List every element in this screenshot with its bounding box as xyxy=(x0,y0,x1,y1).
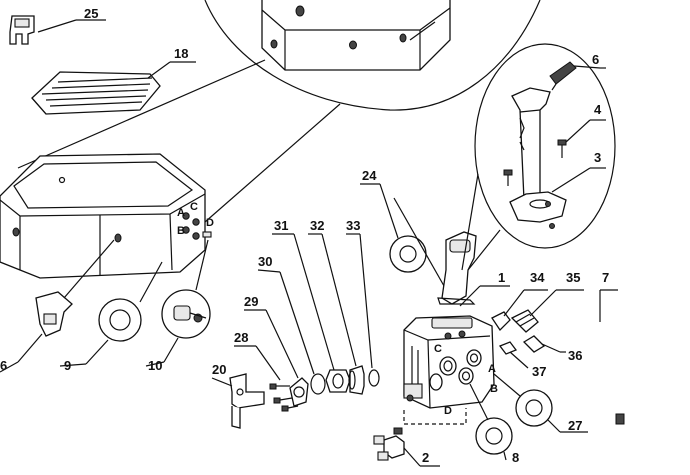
callout-labels: 25 18 6 4 3 24 31 32 33 30 29 28 20 1 34… xyxy=(0,6,609,465)
callout-1: 1 xyxy=(498,270,505,285)
part-20-drain xyxy=(211,373,265,429)
part-1-leader xyxy=(459,285,510,307)
part-31-nut xyxy=(272,233,351,393)
tub-port-c-letter: C xyxy=(190,201,198,213)
part-28-screws xyxy=(234,345,299,412)
callout-27: 27 xyxy=(568,418,582,433)
callout-34: 34 xyxy=(530,270,545,285)
part-36-hose-connector xyxy=(522,335,566,353)
pump-port-c-letter: C xyxy=(434,343,442,355)
callout-30: 30 xyxy=(258,254,272,269)
part-7-hose xyxy=(537,289,625,425)
part-6-left-clip xyxy=(0,239,115,373)
part-29-flange xyxy=(244,309,309,407)
pump-port-d-letter: D xyxy=(444,405,452,417)
part-27-gasket xyxy=(493,373,588,433)
callout-9: 9 xyxy=(64,358,71,373)
part-10-valve xyxy=(145,239,211,367)
callout-35: 35 xyxy=(566,270,580,285)
tub-port-b-letter: B xyxy=(177,225,185,237)
part-8-gasket xyxy=(469,383,513,461)
part-37-nut xyxy=(498,341,529,369)
callout-29: 29 xyxy=(244,294,258,309)
tub-port-a-letter: A xyxy=(177,207,185,219)
callout-2: 2 xyxy=(422,450,429,465)
callout-37: 37 xyxy=(532,364,546,379)
part-25-clip xyxy=(9,15,106,45)
callout-8: 8 xyxy=(512,450,519,465)
part-35-adapter xyxy=(510,289,584,333)
callout-33: 33 xyxy=(346,218,360,233)
callout-25: 25 xyxy=(84,6,98,21)
callout-20: 20 xyxy=(212,362,226,377)
pump-port-a-letter: A xyxy=(488,363,496,375)
callout-7: 7 xyxy=(602,270,609,285)
part-9-gasket xyxy=(59,261,163,367)
callout-36: 36 xyxy=(568,348,582,363)
callout-32: 32 xyxy=(310,218,324,233)
tub-port-d-letter: D xyxy=(206,217,214,229)
callout-18: 18 xyxy=(174,46,188,61)
hot-tub-body: A B C D xyxy=(0,153,214,279)
detail-circle-top xyxy=(17,0,541,223)
part-24-gasket xyxy=(360,183,453,301)
callout-24: 24 xyxy=(362,168,377,183)
callout-31: 31 xyxy=(274,218,288,233)
part-30-oring xyxy=(257,269,326,395)
part-2-valve xyxy=(373,427,440,467)
callout-6-top: 6 xyxy=(592,52,599,67)
callout-6-left: 6 xyxy=(0,358,7,373)
part-33-ring xyxy=(346,233,380,387)
detail-ellipse-right xyxy=(461,43,616,271)
pump-unit: C A B D xyxy=(403,315,498,425)
callout-28: 28 xyxy=(234,330,248,345)
pump-port-b-letter: B xyxy=(490,383,498,395)
part-32-connector xyxy=(308,233,365,395)
part-18-headrest xyxy=(31,61,196,115)
callout-3: 3 xyxy=(594,150,601,165)
callout-10: 10 xyxy=(148,358,162,373)
callout-4: 4 xyxy=(594,102,602,117)
part-34-fitting xyxy=(491,289,548,332)
